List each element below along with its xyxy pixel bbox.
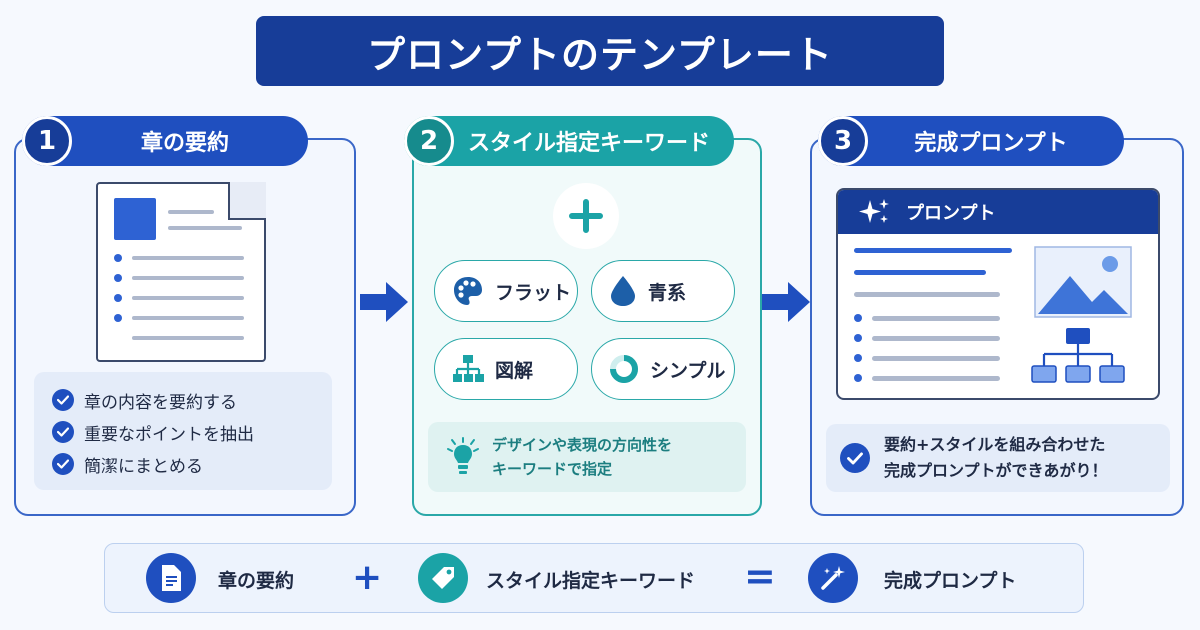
ring-icon [610,355,638,383]
prompt-line [854,270,986,275]
hint-line: キーワードで指定 [492,460,613,478]
keyword-label: フラット [495,281,572,304]
doc-bullet [114,294,122,302]
doc-line [168,210,214,214]
prompt-bullet [854,374,862,382]
summary-checklist: 章の内容を要約する 重要なポイントを抽出 簡潔にまとめる [34,372,332,490]
check-icon [52,389,74,411]
hierarchy-icon [453,355,484,382]
keyword-chip-flat: フラット [434,260,578,322]
check-icon [52,453,74,475]
doc-bullet [114,254,122,262]
prompt-window-title: プロンプト [906,203,996,224]
step3-badge: 3 完成プロンプト [818,116,1124,166]
formula-part-summary: 章の要約 [218,570,295,592]
doc-line [168,226,242,230]
formula-part-keywords: スタイル指定キーワード [486,570,696,592]
formula-bar [104,543,1084,613]
hint-line: デザインや表現の方向性を [492,436,673,454]
doc-line [132,296,244,300]
step1-badge: 1 章の要約 [22,116,308,166]
document-image-block [114,198,156,240]
doc-line [132,316,244,320]
arrow-right-icon [762,282,810,322]
step1-number: 1 [22,116,72,166]
step2-label: スタイル指定キーワード [467,131,710,156]
step3-number: 3 [818,116,868,166]
doc-bullet [114,274,122,282]
sparkle-icon [859,199,889,223]
magic-wand-icon [808,553,858,603]
style-hint: デザインや表現の方向性を キーワードで指定 [428,422,746,492]
check-icon [840,443,870,473]
keyword-label: 図解 [495,359,534,382]
prompt-window-header: プロンプト [838,190,1158,234]
tag-icon [418,553,468,603]
formula-plus: + [352,557,383,598]
arrow-right-icon [360,282,408,322]
step2-number: 2 [404,116,454,166]
hierarchy-icon [1031,328,1125,383]
step2-badge: 2 スタイル指定キーワード [404,116,734,166]
prompt-bullet [854,354,862,362]
result-line: 完成プロンプトができあがり！ [884,461,1108,480]
keyword-label: 青系 [648,281,687,304]
document-icon [146,553,196,603]
prompt-line [872,316,1000,321]
prompt-bullet [854,334,862,342]
prompt-bullet [854,314,862,322]
formula-result: 完成プロンプト [884,570,1017,592]
formula-equals: = [744,554,776,598]
step3-label: 完成プロンプト [914,131,1068,156]
check-item-text: 簡潔にまとめる [84,456,203,477]
check-item: 簡潔にまとめる [52,448,332,480]
drop-icon [611,276,635,306]
keyword-chip-blue: 青系 [591,260,735,322]
check-item-text: 重要なポイントを抽出 [84,424,254,445]
prompt-line [872,356,1000,361]
step1-label: 章の要約 [140,131,229,156]
check-item-text: 章の内容を要約する [84,392,237,413]
prompt-line [872,336,1000,341]
check-item: 章の内容を要約する [52,384,332,416]
document-fold [228,182,266,220]
check-icon [52,421,74,443]
keyword-chip-diagram: 図解 [434,338,578,400]
doc-line [132,276,244,280]
plus-icon [553,183,619,249]
lightbulb-icon [447,437,479,474]
keyword-chip-simple: シンプル [591,338,735,400]
result-line: 要約+スタイルを組み合わせた [884,435,1106,454]
prompt-line [872,376,1000,381]
doc-bullet [114,314,122,322]
image-icon [1034,246,1132,318]
keyword-label: シンプル [650,359,726,382]
check-item: 重要なポイントを抽出 [52,416,332,448]
doc-line [132,336,244,340]
prompt-line [854,248,1012,253]
result-note: 要約+スタイルを組み合わせた 完成プロンプトができあがり！ [826,424,1170,492]
palette-icon [454,277,482,305]
doc-line [132,256,244,260]
page-title: プロンプトのテンプレート [256,16,944,86]
prompt-line [854,292,1000,297]
